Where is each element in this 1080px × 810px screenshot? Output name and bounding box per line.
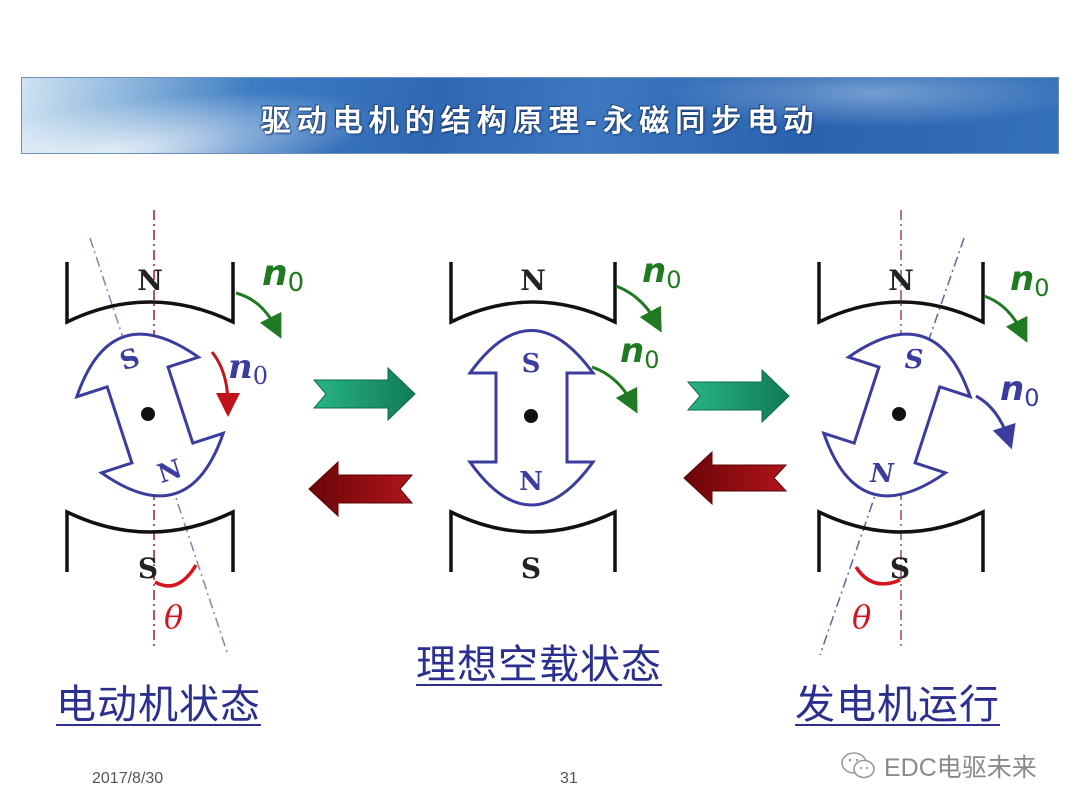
stator-rotation-arrow bbox=[235, 291, 282, 339]
arrow-noload-to-generator bbox=[686, 368, 790, 424]
stator-top-pole: N bbox=[888, 264, 914, 297]
stator-bottom bbox=[817, 509, 985, 572]
stator-bottom-pole: S bbox=[138, 552, 158, 585]
stator-top bbox=[817, 262, 985, 325]
arrow-motor-to-noload bbox=[312, 366, 416, 422]
rotor-center bbox=[892, 407, 906, 421]
stator-speed-label: n0 bbox=[642, 251, 682, 294]
stator-top-pole: N bbox=[137, 264, 163, 297]
caption-ideal-no-load: 理想空载状态 bbox=[416, 642, 662, 688]
stator-top bbox=[449, 262, 617, 325]
stator-bottom-pole: S bbox=[521, 552, 541, 585]
arrow-noload-to-motor bbox=[308, 460, 414, 518]
caption-generator-operation: 发电机运行 bbox=[795, 682, 1000, 728]
rotor-speed-label: n0 bbox=[228, 347, 268, 390]
stator-top-pole: N bbox=[520, 264, 546, 297]
angle-arc bbox=[154, 564, 198, 588]
rotor-axis-line bbox=[89, 237, 229, 656]
rotor-top-pole: S bbox=[905, 345, 924, 375]
caption-motor-state: 电动机状态 bbox=[56, 682, 261, 728]
angle-label: θ bbox=[852, 598, 871, 636]
rotor-center bbox=[524, 409, 538, 423]
footer-date: 2017/8/30 bbox=[92, 770, 164, 787]
rotor-bottom-pole: N bbox=[519, 467, 543, 497]
rotor-rotation-arrow bbox=[975, 394, 1016, 450]
stator-bottom bbox=[65, 509, 235, 572]
stator-speed-label: n0 bbox=[1010, 259, 1050, 302]
rotor-rotation-arrow bbox=[210, 351, 240, 417]
rotor-rotation-arrow bbox=[591, 365, 638, 414]
angle-label: θ bbox=[164, 598, 183, 636]
slide-number: 31 bbox=[560, 770, 578, 787]
ideal-no-load-diagram: N S S N n0 n0 bbox=[449, 251, 682, 585]
stator-bottom bbox=[449, 509, 617, 572]
motor-state-diagram: N S S N n0 n0 θ bbox=[65, 210, 304, 656]
angle-arc bbox=[854, 566, 901, 586]
rotor-top-pole: S bbox=[522, 349, 541, 379]
stator-rotation-arrow bbox=[983, 294, 1028, 343]
watermark: EDC电驱未来 bbox=[840, 748, 1037, 784]
generator-operation-diagram: N S S N n0 n0 θ bbox=[817, 210, 1050, 656]
slide-title: 驱动电机的结构原理-永磁同步电动 bbox=[260, 104, 820, 139]
wechat-icon bbox=[841, 752, 875, 779]
watermark-text: EDC电驱未来 bbox=[884, 754, 1037, 782]
rotor-speed-label: n0 bbox=[1000, 369, 1040, 412]
rotor-bottom-pole: N bbox=[869, 459, 895, 489]
arrow-generator-to-noload bbox=[683, 450, 788, 506]
stator-speed-label: n0 bbox=[262, 253, 304, 298]
stator-rotation-arrow bbox=[615, 284, 662, 333]
stator-bottom-pole: S bbox=[890, 552, 910, 585]
arrow-right-icon bbox=[312, 366, 416, 422]
arrow-right-icon bbox=[686, 368, 790, 424]
arrow-left-icon bbox=[683, 450, 788, 506]
title-banner: 驱动电机的结构原理-永磁同步电动 bbox=[21, 77, 1059, 154]
arrow-left-icon bbox=[308, 460, 414, 518]
stator-top bbox=[65, 262, 235, 325]
rotor-speed-label: n0 bbox=[620, 331, 660, 374]
rotor-center bbox=[141, 407, 155, 421]
